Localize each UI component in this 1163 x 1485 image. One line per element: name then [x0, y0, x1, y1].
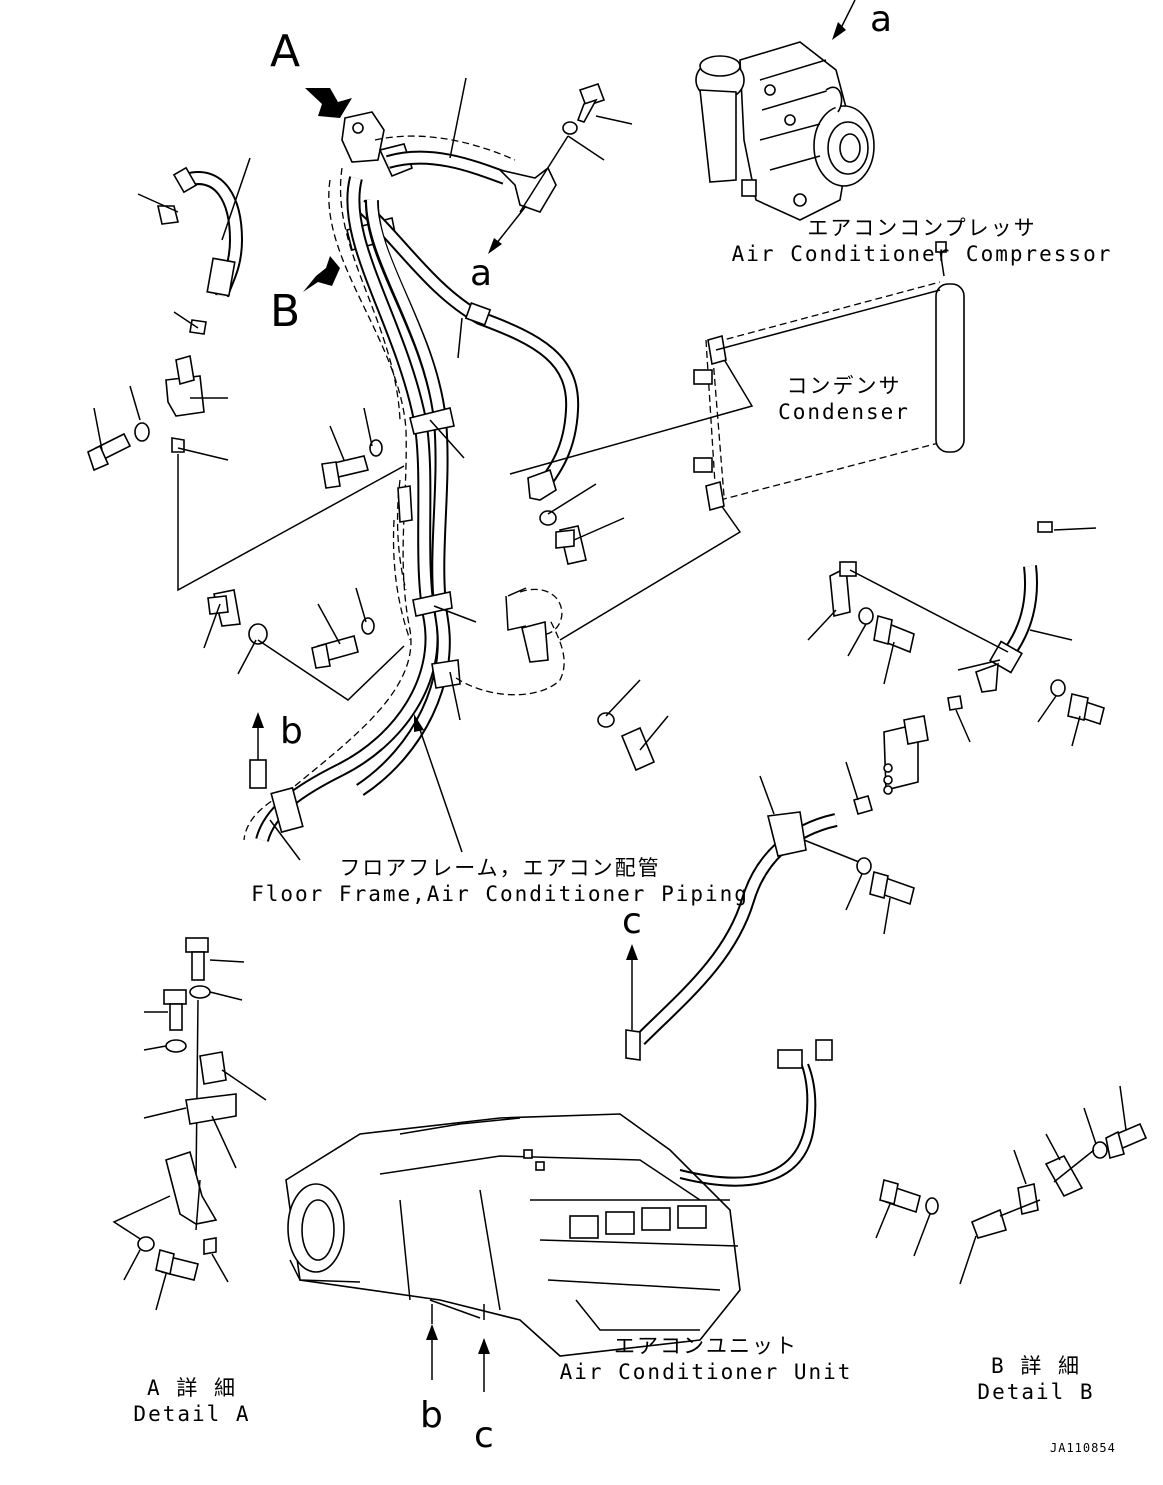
detail-a-label-en: Detail A	[133, 1402, 251, 1426]
compressor-label-jp: エアコンコンプレッサ	[807, 216, 1037, 240]
view-label-a: A	[270, 26, 301, 77]
reference-arrows	[252, 0, 856, 1392]
compressor-label-en: Air Conditioner Compressor	[731, 242, 1113, 266]
detail-b-label-jp: B 詳 細	[991, 1354, 1081, 1378]
ref-label-b-left: b	[280, 711, 303, 752]
condenser-illustration	[693, 241, 965, 512]
piping-label-jp: フロアフレーム，エアコン配管	[339, 856, 661, 880]
piping-label-en: Floor Frame,Air Conditioner Piping	[251, 882, 749, 906]
detail-a-label-jp: A 詳 細	[147, 1376, 237, 1400]
leader-lines-center	[93, 77, 754, 751]
ref-label-c-bottom: c	[474, 1415, 494, 1456]
view-arrow-b	[303, 256, 340, 292]
ref-label-c-mid: c	[622, 901, 642, 942]
detail-b-illustration	[875, 1085, 1148, 1285]
detail-b-label-en: Detail B	[977, 1380, 1095, 1404]
detail-a-illustration	[112, 937, 267, 1311]
ac-unit-label-jp: エアコンユニット	[614, 1334, 798, 1358]
ac-unit-label-en: Air Conditioner Unit	[559, 1360, 853, 1384]
ref-label-b-bottom: b	[420, 1395, 443, 1436]
main-piping-assembly	[243, 111, 580, 861]
view-label-b: B	[270, 286, 301, 337]
condenser-label-en: Condenser	[778, 400, 910, 424]
condenser-label-jp: コンデンサ	[786, 374, 902, 398]
left-hose-assembly	[87, 166, 244, 472]
fasteners-top	[519, 82, 606, 213]
fasteners-mid	[207, 439, 656, 772]
ref-label-a-top: a	[870, 0, 893, 40]
compressor-illustration	[695, 41, 875, 221]
ref-label-a-mid: a	[470, 253, 493, 294]
ac-unit-illustration	[285, 1039, 833, 1357]
view-arrow-a	[305, 88, 352, 118]
right-hose-assembly	[625, 521, 1105, 1061]
drawing-id: JA110854	[1050, 1441, 1116, 1455]
